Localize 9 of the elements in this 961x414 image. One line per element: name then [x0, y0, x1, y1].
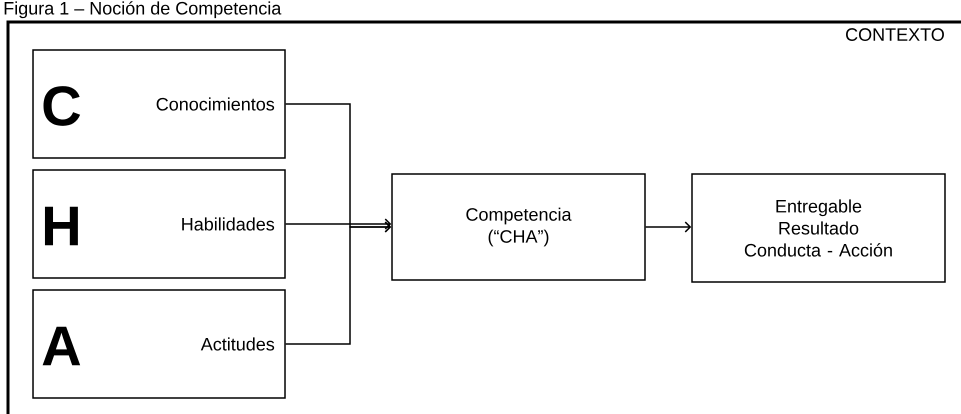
- process-box: Entregable Resultado Conducta - Acción: [691, 173, 946, 283]
- component-box: C Conocimientos: [32, 49, 286, 159]
- figure-title: Figura 1 – Noción de Competencia: [4, 1, 282, 18]
- arrow: [286, 218, 392, 230]
- arrow: [646, 222, 692, 232]
- component-box: H Habilidades: [32, 169, 286, 279]
- component-box: A Actitudes: [32, 289, 286, 399]
- process-box: Competencia (“CHA”): [391, 173, 646, 281]
- arrow: [286, 222, 392, 345]
